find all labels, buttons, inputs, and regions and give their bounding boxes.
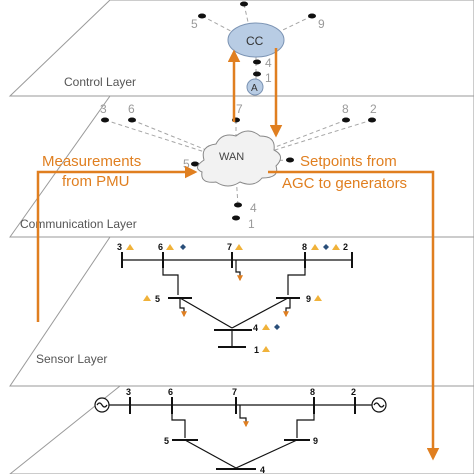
sensor-label-2: 2 [343,242,348,252]
control-diamond-icon [180,244,186,250]
pmu-triangle-icon [314,295,322,301]
control-label-5: 5 [191,17,198,31]
physical-branch-6-5 [171,405,186,438]
control-node-5 [198,13,206,19]
control-node-9 [308,13,316,19]
control-node-4 [253,59,261,65]
generator-2-wave-icon [373,402,385,408]
control-diamond-icon [274,324,280,330]
pmu-triangle-icon [332,244,340,250]
control-center-label: CC [246,34,264,48]
sensor-label-3: 3 [117,242,122,252]
physical-branch-8-9 [296,405,315,438]
physical-label-7: 7 [232,387,237,397]
physical-label-2: 2 [351,387,356,397]
setpoints-label-line2: AGC to generators [282,175,407,192]
sensor-layer-plane [9,236,474,387]
sensor-load-7 [235,260,243,282]
physical-label-4: 4 [260,465,265,474]
sensor-branch-6-5 [162,260,179,295]
comm-node-6 [128,117,136,123]
control-diamond-icon [323,244,329,250]
sensor-label-7: 7 [227,242,232,252]
comm-node-5 [191,161,199,167]
comm-node-2 [368,117,376,123]
pmu-triangle-icon [262,324,270,330]
control-node-1 [253,71,261,77]
sensor-load-5 [179,298,187,318]
physical-branch-9-4 [235,439,298,469]
comm-label-1: 1 [248,217,255,231]
sensor-label-8: 8 [302,242,307,252]
control-center-node [227,22,285,58]
physical-label-5: 5 [164,436,169,446]
comm-node-1 [232,215,240,221]
pmu-triangle-icon [143,295,151,301]
comm-label-7: 7 [236,102,243,116]
sensor-branch-9-4 [231,297,289,329]
communication-layer: Communication Layer 3 6 7 8 2 5 4 1 WAN [9,95,474,238]
sensor-branch-5-4 [179,297,233,329]
control-label-1: 1 [265,71,272,85]
pmu-triangle-icon [126,244,134,250]
control-node-top [240,1,248,7]
control-label-9: 9 [318,17,325,31]
sensor-label-1: 1 [254,345,259,355]
sensor-label-4: 4 [253,323,258,333]
data-flow-arrows [36,48,440,461]
setpoints-label-line1: Setpoints from [300,153,397,170]
comm-label-6: 6 [128,102,135,116]
measurements-flow-arrow [36,165,198,322]
wan-label: WAN [219,151,244,163]
physical-label-3: 3 [126,387,131,397]
comm-label-8: 8 [342,102,349,116]
sensor-label-9: 9 [306,294,311,304]
setpoints-flow-arrow [268,170,440,461]
sensor-label-5: 5 [155,294,160,304]
sensor-layer: Sensor Layer 3 6 7 8 2 5 9 [9,236,474,387]
pmu-triangle-icon [166,244,174,250]
comm-node-8 [342,117,350,123]
pmu-triangle-icon [311,244,319,250]
sensor-layer-label: Sensor Layer [36,352,107,366]
physical-branch-5-4 [184,439,237,469]
comm-label-3: 3 [100,102,107,116]
control-link-9 [261,15,313,41]
comm-node-3 [101,117,109,123]
control-layer: Control Layer 5 9 4 1 CC A [8,0,474,97]
physical-layer: 3 6 7 8 2 5 9 4 [9,385,474,474]
measurements-label-line1: Measurements [42,153,141,170]
pmu-triangle-icon [262,346,270,352]
control-link-top [243,3,249,23]
measurements-label-line2: from PMU [62,173,130,190]
comm-label-4: 4 [250,201,257,215]
comm-node-4 [234,202,242,208]
comm-link-4 [235,174,239,206]
comm-node-9 [286,157,294,163]
sensor-label-6: 6 [158,242,163,252]
physical-label-8: 8 [310,387,315,397]
control-layer-label: Control Layer [64,75,136,89]
agc-node [246,78,264,96]
agc-label: A [251,83,258,94]
control-label-4: 4 [265,56,272,70]
physical-layer-plane [9,385,474,474]
physical-label-6: 6 [168,387,173,397]
physical-load-7 [239,405,249,428]
comm-label-2: 2 [370,102,377,116]
sensor-load-9 [283,298,291,318]
comm-link-2 [235,119,373,163]
pmu-triangle-icon [235,244,243,250]
comm-label-5: 5 [183,157,190,171]
sensor-branch-8-9 [287,260,306,295]
wan-cloud-icon: WAN [197,130,281,187]
physical-label-9: 9 [313,436,318,446]
generator-3-wave-icon [96,402,108,408]
communication-layer-label: Communication Layer [20,217,137,231]
